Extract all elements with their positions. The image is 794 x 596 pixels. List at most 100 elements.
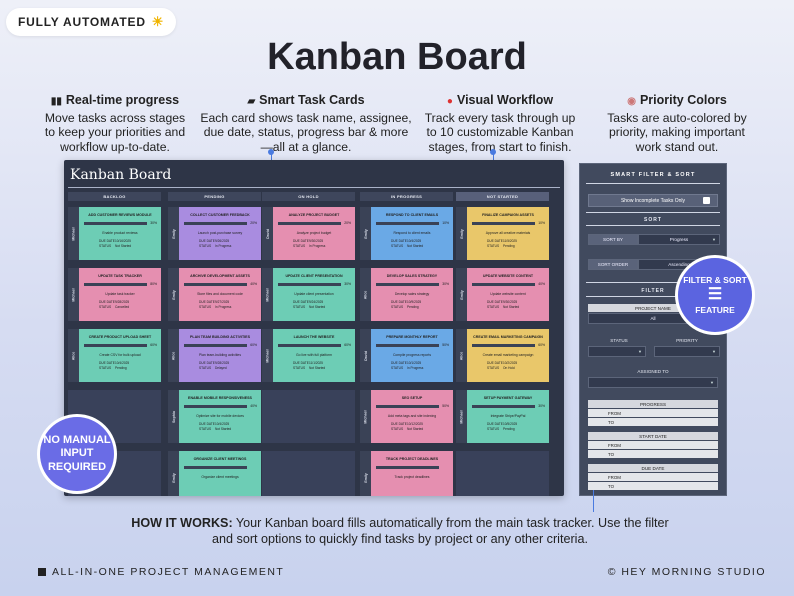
- assignee-strip: Emily: [168, 207, 179, 260]
- task-description: Add meta tags and site indexing: [387, 414, 437, 418]
- progress-percent: 80%: [150, 282, 157, 286]
- progress-bar: [376, 283, 439, 286]
- progress-bar: [472, 283, 535, 286]
- progress-percent: 40%: [538, 282, 545, 286]
- empty-card-slot: [262, 451, 355, 496]
- progress-percent: 30%: [344, 282, 351, 286]
- status-label: STATUS: [391, 244, 404, 248]
- task-name: COLLECT CUSTOMER FEEDBACK: [190, 213, 250, 217]
- assignee-name: Michael: [265, 287, 270, 302]
- assignee-name: Emily: [171, 472, 176, 483]
- status-value: Delayed: [215, 366, 227, 370]
- status-value: Not Started: [215, 427, 232, 431]
- project-name-label: PROJECT NAME: [588, 304, 718, 312]
- progress-percent: 50%: [442, 343, 449, 347]
- progress-to-field[interactable]: TO: [588, 418, 718, 426]
- panel-title: SMART FILTER & SORT: [610, 172, 696, 178]
- assignee-strip: David: [360, 329, 371, 382]
- progress-percent: 60%: [250, 343, 257, 347]
- task-description: Integrate Stripe/PayPal: [490, 414, 526, 418]
- status-label: STATUS: [293, 305, 306, 309]
- assignee-name: David: [363, 350, 368, 361]
- due-label: DUE DATE: [391, 300, 407, 304]
- task-description: Develop sales strategy: [394, 292, 430, 296]
- due-date: 11/1/2025: [309, 361, 323, 365]
- panel-divider: [586, 225, 720, 226]
- task-name: ARCHIVE DEVELOPMENT ASSETS: [190, 274, 250, 278]
- due-date: 10/5/2025: [503, 422, 518, 426]
- task-description: Approve all creative materials: [485, 231, 531, 235]
- assignee-name: David: [265, 228, 270, 239]
- assignee-strip: Emily: [168, 451, 179, 496]
- due-date: 9/27/2025: [215, 300, 230, 304]
- progress-bar: [472, 405, 535, 408]
- task-name: RESPOND TO CLIENT EMAILS: [385, 213, 439, 217]
- assignee-strip: Emily: [360, 451, 371, 496]
- sort-section-title: SORT: [644, 217, 662, 223]
- task-description: Respond to client emails: [393, 231, 431, 235]
- progress-percent: 20%: [250, 221, 257, 225]
- progress-percent: 40%: [250, 404, 257, 408]
- show-incomplete-toggle[interactable]: Show Incomplete Tasks Only: [588, 194, 718, 207]
- task-description: Create CSV for bulk upload: [99, 353, 141, 357]
- priority-select[interactable]: ▼: [654, 346, 720, 357]
- chevron-down-icon: ▼: [638, 349, 642, 354]
- due-label: DUE DATE: [293, 239, 309, 243]
- task-description: Analyze project budget: [296, 231, 332, 235]
- assignee-name: Alice: [363, 290, 368, 299]
- task-name: LAUNCH THE WEBSITE: [293, 335, 335, 339]
- sort-by-select[interactable]: Progress▼: [638, 234, 720, 245]
- checkbox[interactable]: [703, 197, 710, 204]
- start-date-from-field[interactable]: FROM: [588, 441, 718, 449]
- due-label: DUE DATE: [487, 239, 503, 243]
- due-label: DUE DATE: [487, 300, 503, 304]
- assignee-name: Alice: [459, 351, 464, 360]
- due-label: DUE DATE: [391, 239, 407, 243]
- filter-sort-panel: SMART FILTER & SORT Show Incomplete Task…: [579, 163, 727, 496]
- start-date-to-field[interactable]: TO: [588, 450, 718, 458]
- folder-icon: ▰: [247, 96, 256, 107]
- assigned-to-select[interactable]: ▼: [588, 377, 718, 388]
- feature-smart-task-cards: ▰Smart Task Cards Each card shows task n…: [200, 93, 412, 154]
- from-label: FROM: [608, 442, 621, 448]
- progress-bar: [84, 344, 147, 347]
- due-label: DUE DATE: [293, 361, 309, 365]
- due-date-to-field[interactable]: TO: [588, 482, 718, 490]
- due-date-from-field[interactable]: FROM: [588, 473, 718, 481]
- assignee-name: Sophia: [171, 410, 176, 423]
- due-label: DUE DATE: [293, 300, 309, 304]
- assignee-strip: Alice: [360, 268, 371, 321]
- progress-from-field[interactable]: FROM: [588, 409, 718, 417]
- assignee-strip: Michael: [262, 329, 273, 382]
- assignee-strip: Michael: [360, 390, 371, 443]
- status-select[interactable]: ▼: [588, 346, 646, 357]
- sliders-icon: ☰: [707, 286, 723, 303]
- status-value: Not Started: [407, 244, 424, 248]
- column-header-backlog: BACKLOG: [68, 192, 161, 201]
- footer-left: ALL-IN-ONE PROJECT MANAGEMENT: [38, 566, 284, 578]
